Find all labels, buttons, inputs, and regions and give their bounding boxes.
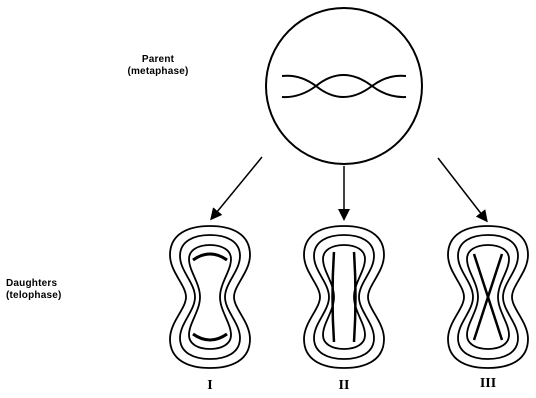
- daughter-cell-I: [170, 226, 250, 368]
- arrow-to-III: [438, 158, 486, 220]
- daughter-cell-II: [304, 226, 384, 368]
- arrow-to-I: [212, 157, 262, 218]
- daughter-cell-III: [448, 226, 528, 368]
- division-arrows: [212, 157, 486, 220]
- numeral-II: II: [324, 378, 364, 394]
- parent-chromosomes: [282, 75, 406, 97]
- numeral-I: I: [190, 378, 230, 394]
- numeral-III: III: [468, 376, 508, 392]
- parent-cell: [266, 8, 422, 164]
